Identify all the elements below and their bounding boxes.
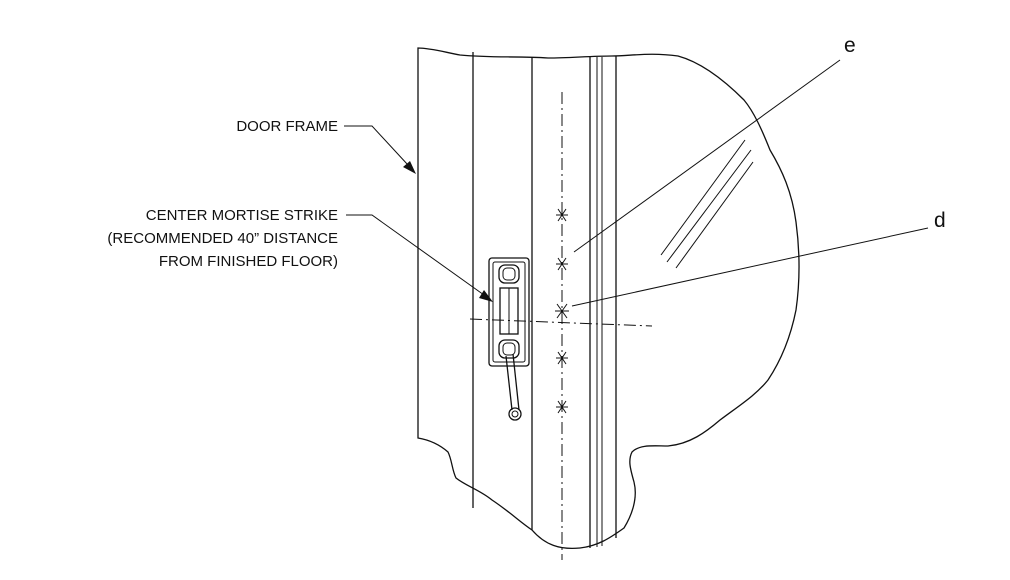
door-frame-leader <box>344 125 409 166</box>
strike-label-line1: CENTER MORTISE STRIKE <box>146 207 338 224</box>
door-frame-label: DOOR FRAME <box>236 118 338 135</box>
mortise-strike <box>488 257 530 421</box>
tool-shaft-left <box>505 355 513 411</box>
fastener-markers <box>555 208 569 414</box>
tool-shaft-right <box>512 353 520 411</box>
fastener-marker <box>556 351 568 365</box>
strike-faceplate-inner <box>492 261 526 363</box>
callout-d-leader <box>571 227 929 307</box>
strike-label-line2: (RECOMMENDED 40” DISTANCE <box>107 230 338 247</box>
callout-e: e <box>844 34 856 57</box>
strike-label-line3: FROM FINISHED FLOOR) <box>159 253 338 270</box>
callout-d: d <box>934 209 946 232</box>
frame-outline <box>417 47 800 550</box>
strike-bottom-screw-slot-inner <box>502 342 516 356</box>
tool-tip-inner <box>511 410 519 418</box>
strike-arrowhead <box>479 290 493 302</box>
fastener-marker-center <box>555 303 569 319</box>
strike-bottom-screw-slot <box>498 339 520 359</box>
door-frame-arrowhead <box>403 161 416 174</box>
glass-reflection-lines <box>660 139 754 269</box>
tool-tip <box>508 407 522 421</box>
fastener-marker <box>556 208 568 222</box>
strike-top-screw-slot <box>498 264 520 284</box>
strike-top-screw-slot-inner <box>502 267 516 281</box>
callout-e-leader <box>573 59 841 253</box>
strike-leader <box>346 214 485 296</box>
fastener-marker <box>556 400 568 414</box>
horizontal-centerline <box>469 318 653 327</box>
fastener-marker <box>556 257 568 271</box>
strike-faceplate <box>488 257 530 367</box>
